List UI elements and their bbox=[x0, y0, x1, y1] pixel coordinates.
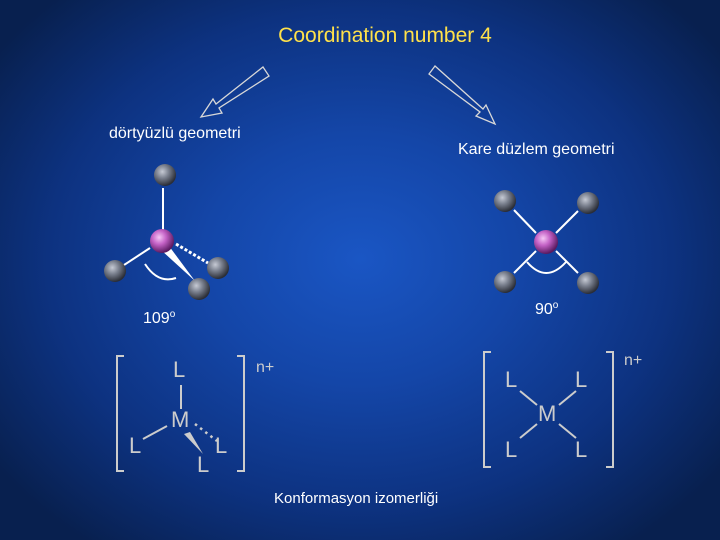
arrow-right bbox=[428, 65, 497, 126]
angle-arc bbox=[526, 261, 567, 274]
bond-m-left bbox=[142, 425, 168, 440]
tetrahedral-label: dörtyüzlü geometri bbox=[109, 125, 241, 142]
ligand-atom bbox=[577, 272, 599, 294]
bond bbox=[555, 210, 579, 234]
metal-symbol: M bbox=[171, 407, 190, 432]
caption: Konformasyon izomerliği bbox=[274, 490, 439, 507]
ligand-symbol: L bbox=[173, 357, 186, 382]
ligand-atom bbox=[104, 260, 126, 282]
bond bbox=[558, 423, 577, 439]
ligand-atom bbox=[207, 257, 229, 279]
bond bbox=[558, 390, 577, 406]
left-bracket bbox=[116, 355, 124, 472]
tetrahedral-angle: 109o bbox=[143, 309, 175, 328]
angle-unit: o bbox=[169, 309, 176, 320]
angle-value: 109 bbox=[143, 310, 170, 327]
bond bbox=[513, 209, 537, 234]
square-planar-formula-graphics bbox=[483, 351, 614, 468]
left-bracket bbox=[483, 351, 491, 468]
bond bbox=[513, 250, 537, 274]
ligand-symbol: L bbox=[575, 367, 588, 392]
angle-arc bbox=[144, 263, 177, 281]
ligand-atom bbox=[154, 164, 176, 186]
square-planar-angle: 90o bbox=[535, 300, 558, 319]
ligand-atom bbox=[188, 278, 210, 300]
page-title: Coordination number 4 bbox=[278, 24, 492, 47]
tetrahedral-model bbox=[104, 164, 229, 300]
ligand-symbol: L bbox=[505, 367, 518, 392]
bond-left bbox=[123, 247, 151, 266]
metal-atom bbox=[534, 230, 558, 254]
ligand-atom bbox=[494, 190, 516, 212]
ligand-atom bbox=[494, 271, 516, 293]
metal-symbol: M bbox=[538, 401, 557, 426]
metal-atom bbox=[150, 229, 174, 253]
ligand-atom bbox=[577, 192, 599, 214]
square-planar-model bbox=[494, 190, 599, 294]
bond-wedge bbox=[161, 246, 195, 281]
bond-dashed bbox=[175, 242, 209, 265]
bond bbox=[519, 423, 538, 439]
right-bracket bbox=[606, 351, 614, 468]
ligand-symbol: L bbox=[215, 433, 228, 458]
bond-m-wedge bbox=[184, 432, 203, 454]
charge-label: n+ bbox=[256, 359, 275, 376]
charge-label: n+ bbox=[624, 352, 643, 369]
arrow-left bbox=[199, 66, 270, 118]
bond bbox=[519, 390, 538, 406]
square-planar-label: Kare düzlem geometri bbox=[458, 141, 615, 158]
ligand-symbol: L bbox=[505, 437, 518, 462]
right-bracket bbox=[237, 355, 245, 472]
bond-m-dashed bbox=[194, 423, 218, 442]
angle-value: 90 bbox=[535, 301, 553, 318]
ligand-symbol: L bbox=[575, 437, 588, 462]
tetrahedral-formula-graphics bbox=[116, 355, 245, 472]
ligand-symbol: L bbox=[197, 452, 210, 477]
angle-unit: o bbox=[552, 300, 559, 311]
ligand-symbol: L bbox=[129, 433, 142, 458]
bond bbox=[555, 250, 579, 274]
